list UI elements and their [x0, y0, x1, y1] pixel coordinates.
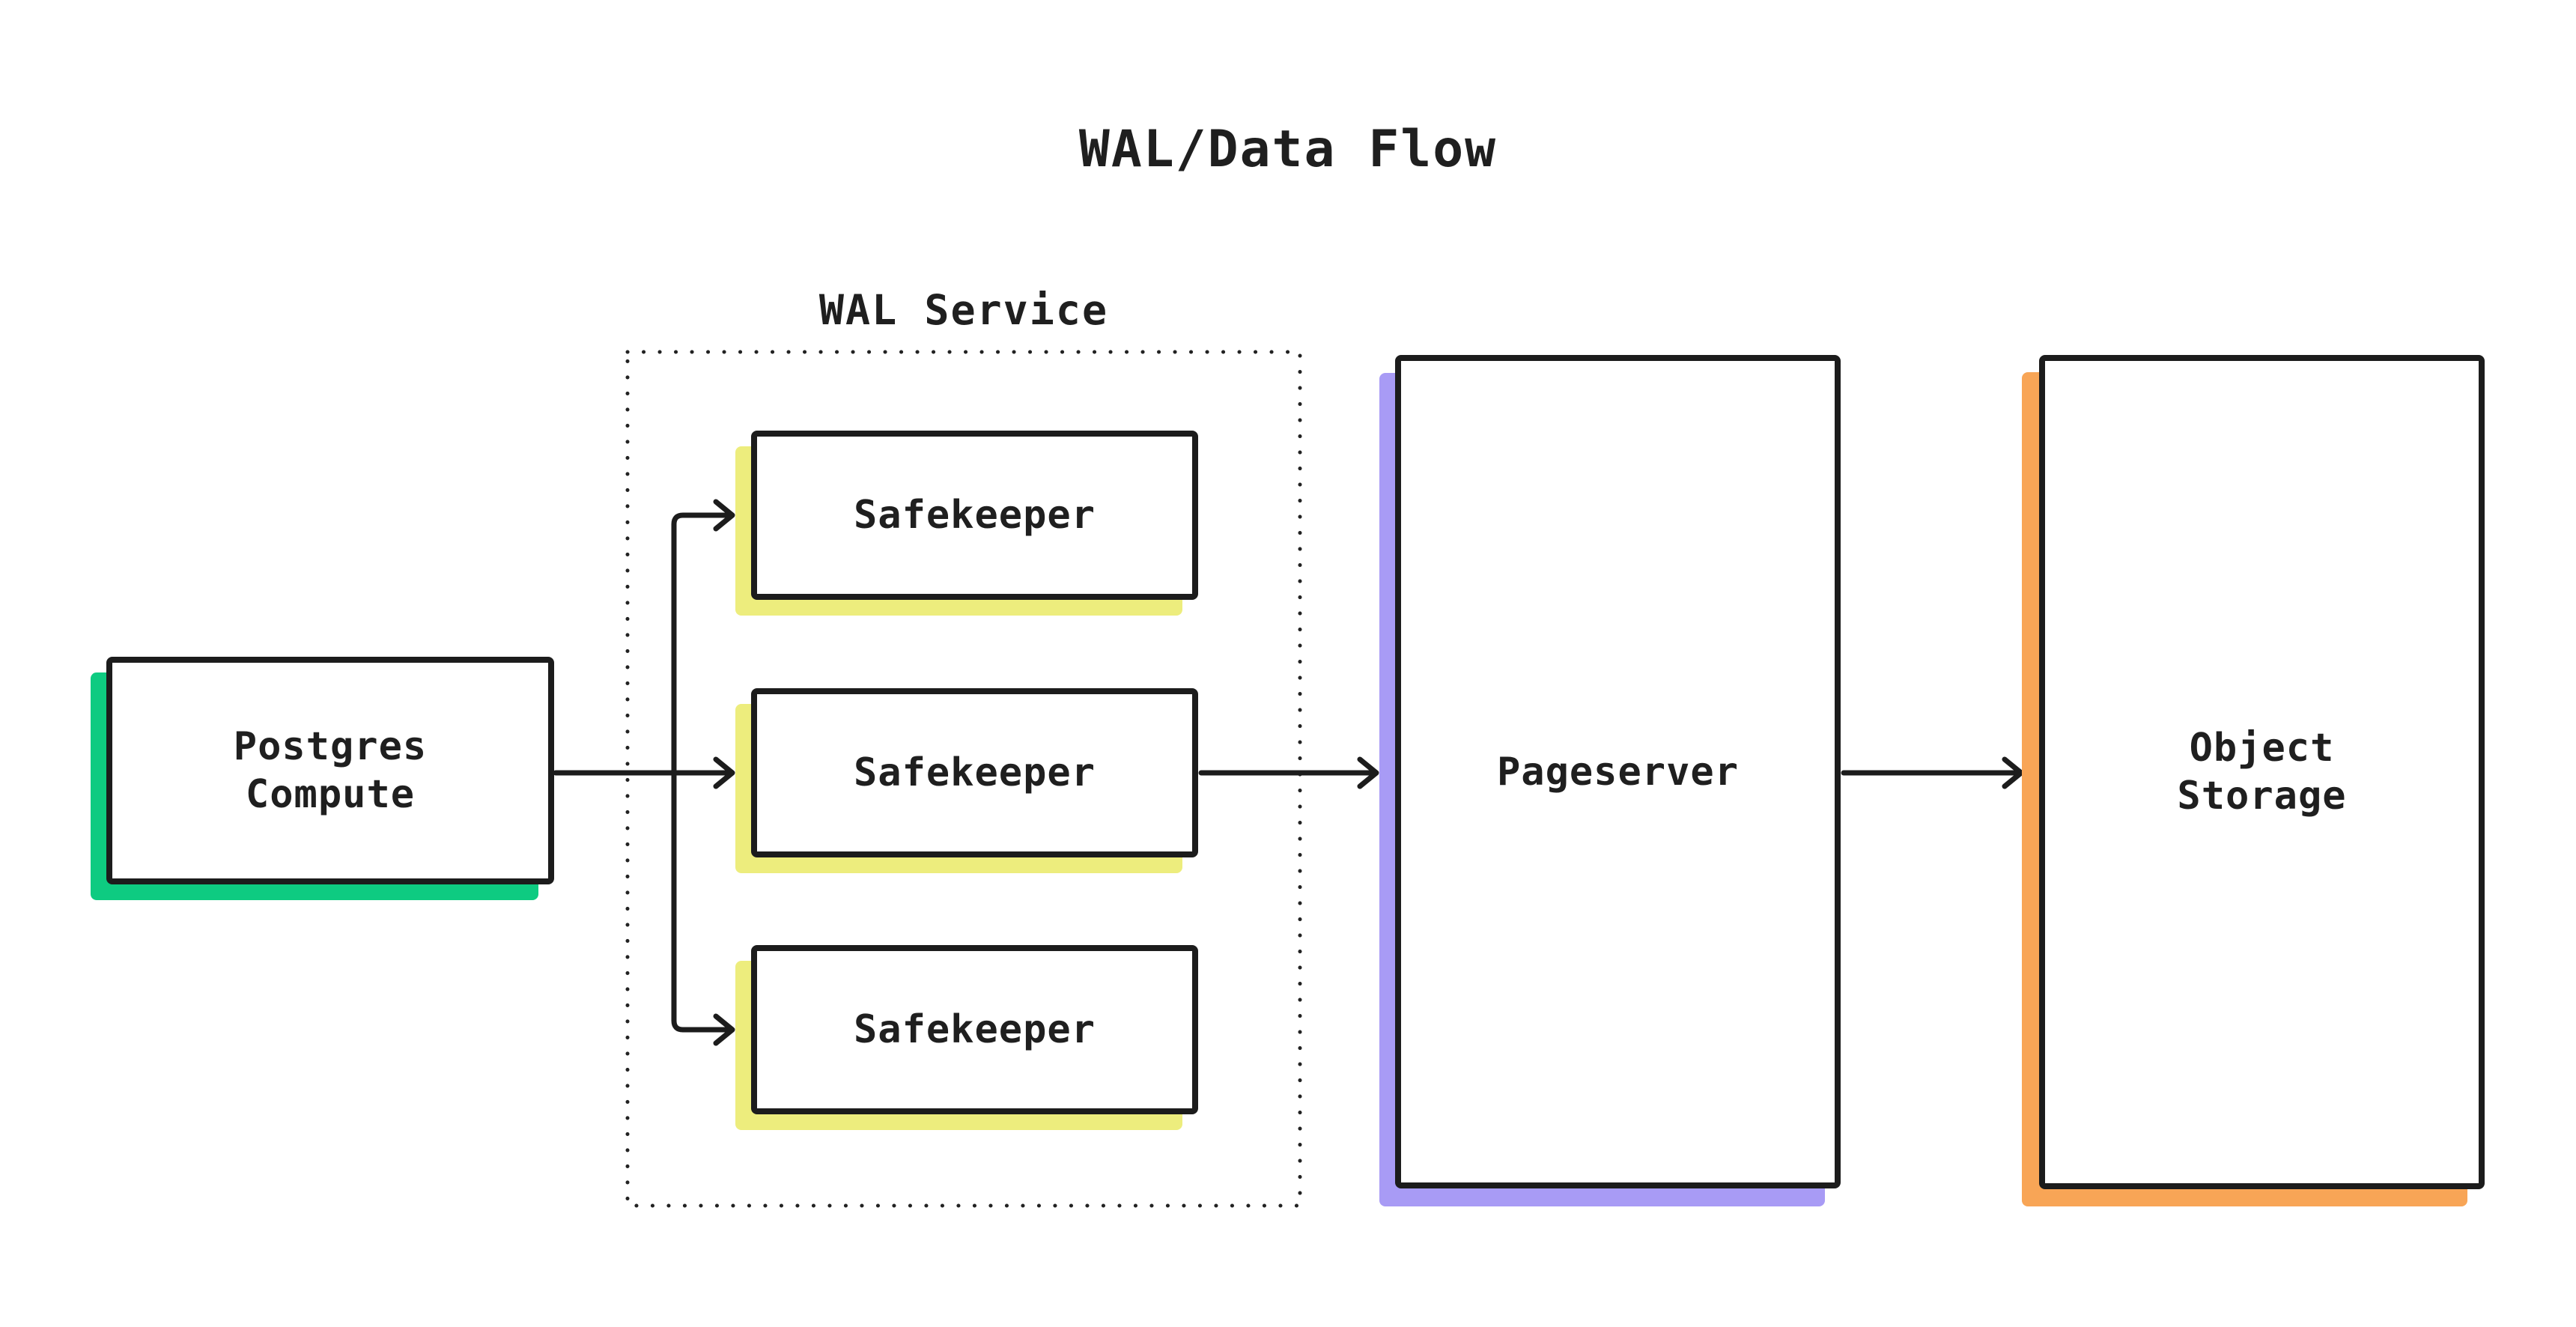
wal-service-group-label: WAL Service	[818, 286, 1109, 334]
node-safekeeper-3-label: Safekeeper	[853, 1007, 1096, 1052]
page-title: WAL/Data Flow	[1078, 120, 1498, 179]
arrowhead-safekeeper2	[713, 756, 735, 789]
node-safekeeper-2: Safekeeper	[751, 688, 1198, 857]
node-pageserver: Pageserver	[1395, 355, 1841, 1188]
arrow-branch-to-safekeeper3	[671, 770, 734, 1033]
node-safekeeper-3: Safekeeper	[751, 945, 1198, 1114]
node-safekeeper-1-label: Safekeeper	[853, 493, 1096, 538]
arrowhead-objectstorage	[2002, 756, 2024, 789]
node-safekeeper-2-label: Safekeeper	[853, 750, 1096, 795]
arrowhead-safekeeper3	[713, 1013, 735, 1046]
node-object-storage: Object Storage	[2039, 355, 2485, 1189]
arrowhead-safekeeper1	[713, 499, 735, 532]
node-postgres-compute-label-line1: Postgres	[233, 724, 428, 769]
arrow-branch-to-safekeeper1	[671, 512, 734, 776]
node-safekeeper-1: Safekeeper	[751, 431, 1198, 600]
node-object-storage-label-line1: Object	[2189, 726, 2335, 771]
node-pageserver-label: Pageserver	[1496, 749, 1740, 795]
wal-service-dotted-border	[625, 350, 1302, 1208]
node-postgres-compute-label-line2: Compute	[245, 772, 416, 817]
arrowhead-pageserver	[1357, 756, 1379, 789]
node-postgres-compute: Postgres Compute	[106, 657, 554, 884]
node-object-storage-label-line2: Storage	[2177, 774, 2347, 819]
